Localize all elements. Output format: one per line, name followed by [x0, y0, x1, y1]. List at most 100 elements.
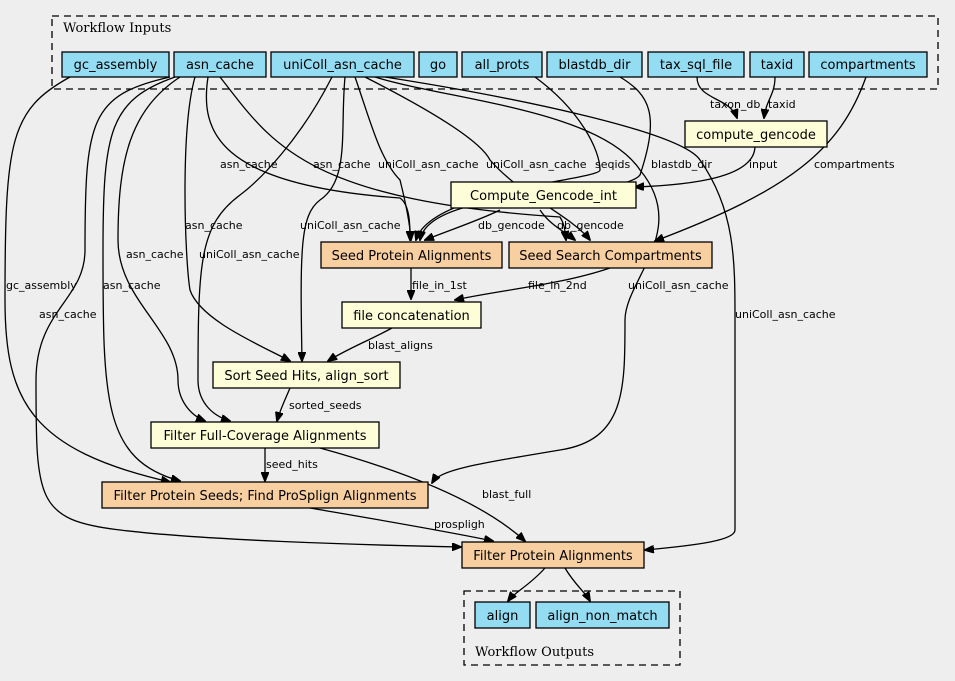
edge-label-blast-full: blast_full	[482, 488, 531, 501]
edge-label-blast-aligns: blast_aligns	[368, 339, 433, 352]
node-compute-gencode[interactable]: compute_gencode	[684, 120, 828, 148]
edge-filter-align-non-match	[564, 567, 590, 601]
edge-label-db-gencode-b: db_gencode	[557, 219, 624, 232]
edge-label-input: input	[749, 158, 778, 171]
node-taxid[interactable]: taxid	[749, 51, 805, 78]
edge-label-taxid: taxid	[768, 98, 796, 111]
node-tax-sql-file[interactable]: tax_sql_file	[647, 51, 745, 78]
edge-label-seed-hits: seed_hits	[266, 458, 318, 471]
node-filter-full-coverage[interactable]: Filter Full-Coverage Alignments	[150, 421, 380, 449]
edge-label-taxon-db: taxon_db	[710, 98, 760, 111]
edge-seed-search-file-concat	[455, 267, 611, 300]
node-label-asn-cache: asn_cache	[186, 58, 254, 73]
node-filter-protein-seeds[interactable]: Filter Protein Seeds; Find ProSplign Ali…	[101, 481, 429, 509]
node-go[interactable]: go	[418, 51, 458, 78]
edge-label-prospligh: prospligh	[434, 518, 485, 531]
edge-label-asn-cache-b: asn_cache	[313, 158, 371, 171]
edge-label-file-in-2nd: file_in_2nd	[528, 279, 587, 292]
edge-compute-gencode-int	[635, 145, 756, 187]
node-label-align-non-match: align_non_match	[547, 609, 657, 624]
node-align-non-match[interactable]: align_non_match	[535, 601, 670, 629]
node-seed-protein-alignments[interactable]: Seed Protein Alignments	[320, 241, 503, 269]
edge-gencode-int-seed-search	[539, 209, 575, 240]
edge-taxid-compute-gencode	[764, 76, 776, 118]
node-label-compute-gencode: compute_gencode	[696, 128, 816, 143]
edge-label-asn-cache-c: asn_cache	[185, 219, 243, 232]
edge-asn-cache-sort	[184, 76, 290, 361]
node-label-filter-protein-seeds: Filter Protein Seeds; Find ProSplign Ali…	[114, 489, 417, 504]
edge-label-asn-cache-a: asn_cache	[220, 158, 278, 171]
node-filter-protein-alignments[interactable]: Filter Protein Alignments	[461, 541, 645, 569]
edge-asn-cache-seed-search	[219, 76, 566, 240]
edge-label-asn-cache-f: asn_cache	[39, 308, 97, 321]
node-label-go: go	[430, 58, 446, 73]
node-compartments[interactable]: compartments	[808, 51, 928, 78]
inputs-cluster-label: Workflow Inputs	[63, 21, 171, 36]
edge-label-unicoll-a: uniColl_asn_cache	[378, 158, 479, 171]
edge-asn-cache-filter-seeds	[102, 76, 180, 481]
outputs-cluster-label: Workflow Outputs	[475, 645, 594, 660]
edge-label-unicoll-d: uniColl_asn_cache	[199, 248, 300, 261]
node-label-compute-gencode-int: Compute_Gencode_int	[470, 189, 617, 204]
edge-tax-sql-file-compute-gencode	[696, 76, 737, 118]
edge-unicoll-filter-full	[197, 76, 333, 421]
edge-label-sorted-seeds: sorted_seeds	[289, 399, 362, 412]
edge-label-blastdb-dir: blastdb_dir	[651, 158, 712, 171]
node-asn-cache[interactable]: asn_cache	[173, 51, 267, 78]
edge-label-compartments: compartments	[814, 158, 895, 171]
node-label-blastdb-dir: blastdb_dir	[559, 58, 632, 73]
node-label-seed-search-compartments: Seed Search Compartments	[519, 249, 702, 264]
node-label-align: align	[487, 609, 519, 624]
edge-asn-cache-filter-full	[117, 76, 205, 421]
node-compute-gencode-int[interactable]: Compute_Gencode_int	[450, 181, 637, 209]
edge-label-asn-cache-d: asn_cache	[126, 248, 184, 261]
edge-compartments-seed-search	[655, 76, 867, 241]
node-gc-assembly[interactable]: gc_assembly	[61, 51, 170, 78]
edge-label-asn-cache-e: asn_cache	[103, 279, 161, 292]
edge-file-concat-sort	[328, 327, 393, 361]
node-unicoll-asn-cache[interactable]: uniColl_asn_cache	[270, 51, 415, 78]
node-seed-search-compartments[interactable]: Seed Search Compartments	[508, 241, 713, 269]
edge-unicoll-filter-align	[384, 76, 736, 550]
edge-filter-full-filter-align	[319, 447, 525, 541]
node-label-tax-sql-file: tax_sql_file	[660, 58, 732, 73]
node-label-compartments: compartments	[820, 58, 915, 73]
edge-unicoll-seed-protein	[354, 76, 411, 240]
edge-labels: taxon_db taxid input compartments asn_ca…	[6, 98, 895, 531]
outputs-cluster: Workflow Outputs	[463, 590, 681, 666]
nodes: gc_assembly asn_cache uniColl_asn_cache …	[61, 51, 928, 629]
node-align[interactable]: align	[474, 601, 531, 629]
node-file-concatenation[interactable]: file concatenation	[341, 301, 482, 329]
edge-gencode-int-seed-protein	[425, 209, 501, 240]
node-label-taxid: taxid	[761, 58, 794, 73]
edge-asn-cache-seed-protein	[205, 76, 410, 240]
node-label-filter-protein-alignments: Filter Protein Alignments	[473, 549, 633, 564]
node-label-filter-full-coverage: Filter Full-Coverage Alignments	[163, 429, 366, 444]
edge-label-unicoll-b: uniColl_asn_cache	[486, 158, 587, 171]
edge-label-unicoll-c: uniColl_asn_cache	[300, 219, 401, 232]
edge-asn-cache-filter-align	[35, 76, 461, 547]
edge-label-file-in-1st: file_in_1st	[412, 279, 468, 292]
node-blastdb-dir[interactable]: blastdb_dir	[546, 51, 643, 78]
edge-filter-align-align	[508, 567, 546, 601]
node-label-file-concatenation: file concatenation	[353, 309, 470, 324]
edge-gc-assembly-filter-seeds	[4, 76, 170, 482]
edge-label-gc-assembly: gc_assembly	[6, 279, 77, 292]
edge-label-unicoll-f: uniColl_asn_cache	[735, 308, 836, 321]
edge-unicoll-seed-search	[364, 76, 590, 240]
node-label-all-prots: all_prots	[475, 58, 530, 73]
edge-label-unicoll-e: uniColl_asn_cache	[628, 279, 729, 292]
edge-filter-seeds-filter-align	[309, 507, 493, 541]
node-all-prots[interactable]: all_prots	[461, 51, 543, 78]
edge-unicoll-filter-seeds	[374, 76, 660, 483]
node-label-seed-protein-alignments: Seed Protein Alignments	[332, 249, 492, 264]
node-label-sort-seed-hits: Sort Seed Hits, align_sort	[224, 369, 388, 384]
edge-label-db-gencode-a: db_gencode	[478, 219, 545, 232]
node-sort-seed-hits[interactable]: Sort Seed Hits, align_sort	[212, 361, 401, 389]
inputs-cluster: Workflow Inputs	[51, 15, 939, 90]
edge-label-seqids: seqids	[595, 158, 631, 171]
node-label-gc-assembly: gc_assembly	[74, 58, 158, 73]
node-label-unicoll-asn-cache: uniColl_asn_cache	[283, 58, 402, 73]
edge-sort-filter-full	[277, 387, 291, 421]
